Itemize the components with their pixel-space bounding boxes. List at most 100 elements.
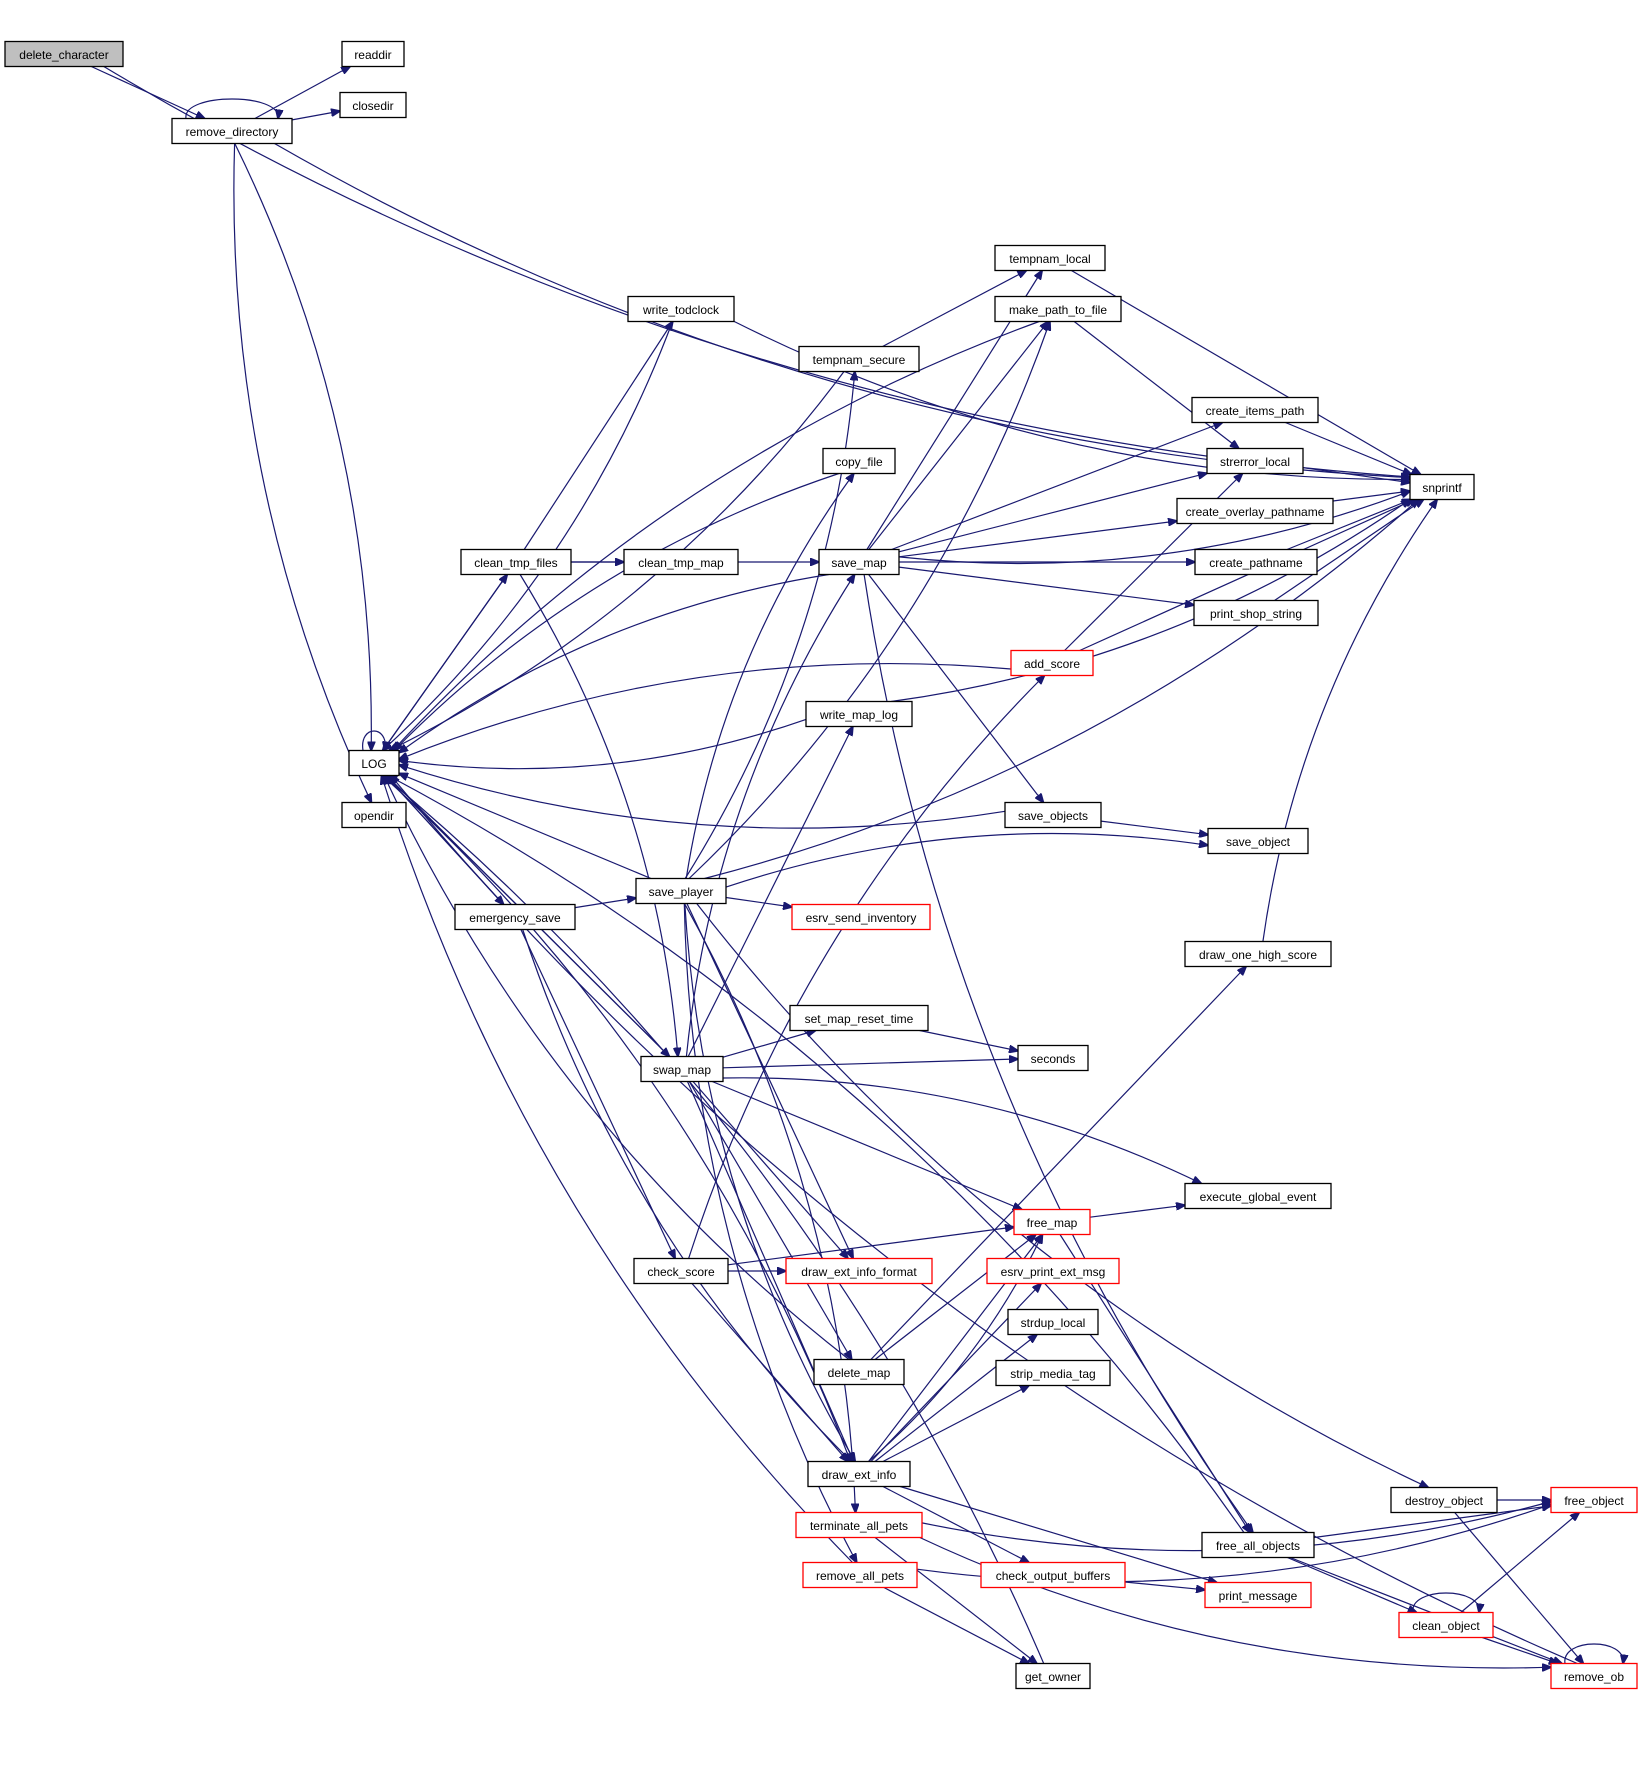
node-box[interactable] <box>798 345 920 373</box>
node-box[interactable] <box>1015 1662 1091 1690</box>
node-box[interactable] <box>789 1004 929 1032</box>
node-clean_tmp_map[interactable]: clean_tmp_map <box>623 548 739 576</box>
node-box[interactable] <box>171 117 293 145</box>
node-box[interactable] <box>1007 1308 1099 1336</box>
node-box[interactable] <box>807 1460 911 1488</box>
node-box[interactable] <box>640 1055 724 1083</box>
node-save_object[interactable]: save_object <box>1207 827 1309 855</box>
node-save_map[interactable]: save_map <box>818 548 900 576</box>
node-delete_map[interactable]: delete_map <box>813 1358 905 1386</box>
node-box[interactable] <box>1206 447 1304 475</box>
node-box[interactable] <box>1207 827 1309 855</box>
node-free_map[interactable]: free_map <box>1013 1208 1091 1236</box>
node-execute_global_event[interactable]: execute_global_event <box>1184 1182 1332 1210</box>
node-box[interactable] <box>1010 649 1094 677</box>
node-tempnam_secure[interactable]: tempnam_secure <box>798 345 920 373</box>
node-create_overlay_pathname[interactable]: create_overlay_pathname <box>1176 497 1334 525</box>
node-save_player[interactable]: save_player <box>635 877 727 905</box>
node-write_map_log[interactable]: write_map_log <box>805 700 913 728</box>
node-box[interactable] <box>795 1511 923 1539</box>
node-tempnam_local[interactable]: tempnam_local <box>994 244 1106 272</box>
node-write_todclock[interactable]: write_todclock <box>627 295 735 323</box>
node-box[interactable] <box>1409 473 1475 501</box>
node-clean_tmp_files[interactable]: clean_tmp_files <box>460 548 572 576</box>
node-make_path_to_file[interactable]: make_path_to_file <box>994 295 1122 323</box>
node-remove_all_pets[interactable]: remove_all_pets <box>802 1561 918 1589</box>
node-remove_ob[interactable]: remove_ob <box>1550 1662 1638 1690</box>
node-box[interactable] <box>635 877 727 905</box>
node-box[interactable] <box>341 801 407 829</box>
node-box[interactable] <box>805 700 913 728</box>
node-box[interactable] <box>1204 1581 1312 1609</box>
node-box[interactable] <box>1390 1486 1498 1514</box>
node-box[interactable] <box>339 91 407 119</box>
node-box[interactable] <box>623 548 739 576</box>
node-box[interactable] <box>818 548 900 576</box>
node-box[interactable] <box>1184 1182 1332 1210</box>
node-box[interactable] <box>1191 396 1319 424</box>
node-clean_object[interactable]: clean_object <box>1398 1611 1494 1639</box>
node-draw_one_high_score[interactable]: draw_one_high_score <box>1184 940 1332 968</box>
node-free_all_objects[interactable]: free_all_objects <box>1201 1531 1315 1559</box>
node-get_owner[interactable]: get_owner <box>1015 1662 1091 1690</box>
node-box[interactable] <box>1004 801 1102 829</box>
node-destroy_object[interactable]: destroy_object <box>1390 1486 1498 1514</box>
node-copy_file[interactable]: copy_file <box>822 447 896 475</box>
node-box[interactable] <box>822 447 896 475</box>
node-terminate_all_pets[interactable]: terminate_all_pets <box>795 1511 923 1539</box>
node-closedir[interactable]: closedir <box>339 91 407 119</box>
node-esrv_print_ext_msg[interactable]: esrv_print_ext_msg <box>986 1257 1120 1285</box>
node-box[interactable] <box>1194 548 1318 576</box>
node-box[interactable] <box>633 1257 729 1285</box>
node-free_object[interactable]: free_object <box>1550 1486 1638 1514</box>
node-box[interactable] <box>980 1561 1126 1589</box>
node-print_message[interactable]: print_message <box>1204 1581 1312 1609</box>
node-box[interactable] <box>454 903 576 931</box>
node-delete_character[interactable]: delete_character <box>4 40 124 68</box>
node-box[interactable] <box>994 244 1106 272</box>
node-remove_directory[interactable]: remove_directory <box>171 117 293 145</box>
node-esrv_send_inventory[interactable]: esrv_send_inventory <box>791 903 931 931</box>
node-box[interactable] <box>785 1257 933 1285</box>
node-box[interactable] <box>802 1561 918 1589</box>
node-box[interactable] <box>1550 1662 1638 1690</box>
node-box[interactable] <box>1176 497 1334 525</box>
node-draw_ext_info[interactable]: draw_ext_info <box>807 1460 911 1488</box>
node-box[interactable] <box>1184 940 1332 968</box>
node-strip_media_tag[interactable]: strip_media_tag <box>995 1359 1111 1387</box>
node-box[interactable] <box>1013 1208 1091 1236</box>
node-box[interactable] <box>1550 1486 1638 1514</box>
node-seconds[interactable]: seconds <box>1017 1044 1089 1072</box>
node-print_shop_string[interactable]: print_shop_string <box>1193 599 1319 627</box>
node-box[interactable] <box>1193 599 1319 627</box>
node-LOG[interactable]: LOG <box>348 749 400 777</box>
node-box[interactable] <box>995 1359 1111 1387</box>
node-box[interactable] <box>460 548 572 576</box>
node-create_pathname[interactable]: create_pathname <box>1194 548 1318 576</box>
node-strerror_local[interactable]: strerror_local <box>1206 447 1304 475</box>
node-box[interactable] <box>4 40 124 68</box>
node-box[interactable] <box>341 40 405 68</box>
node-strdup_local[interactable]: strdup_local <box>1007 1308 1099 1336</box>
node-readdir[interactable]: readdir <box>341 40 405 68</box>
node-box[interactable] <box>813 1358 905 1386</box>
node-emergency_save[interactable]: emergency_save <box>454 903 576 931</box>
node-check_output_buffers[interactable]: check_output_buffers <box>980 1561 1126 1589</box>
node-opendir[interactable]: opendir <box>341 801 407 829</box>
node-snprintf[interactable]: snprintf <box>1409 473 1475 501</box>
node-draw_ext_info_format[interactable]: draw_ext_info_format <box>785 1257 933 1285</box>
node-set_map_reset_time[interactable]: set_map_reset_time <box>789 1004 929 1032</box>
node-box[interactable] <box>348 749 400 777</box>
node-box[interactable] <box>1201 1531 1315 1559</box>
node-save_objects[interactable]: save_objects <box>1004 801 1102 829</box>
node-add_score[interactable]: add_score <box>1010 649 1094 677</box>
node-swap_map[interactable]: swap_map <box>640 1055 724 1083</box>
node-box[interactable] <box>994 295 1122 323</box>
node-check_score[interactable]: check_score <box>633 1257 729 1285</box>
node-box[interactable] <box>986 1257 1120 1285</box>
node-box[interactable] <box>627 295 735 323</box>
node-box[interactable] <box>1398 1611 1494 1639</box>
node-create_items_path[interactable]: create_items_path <box>1191 396 1319 424</box>
node-box[interactable] <box>1017 1044 1089 1072</box>
node-box[interactable] <box>791 903 931 931</box>
